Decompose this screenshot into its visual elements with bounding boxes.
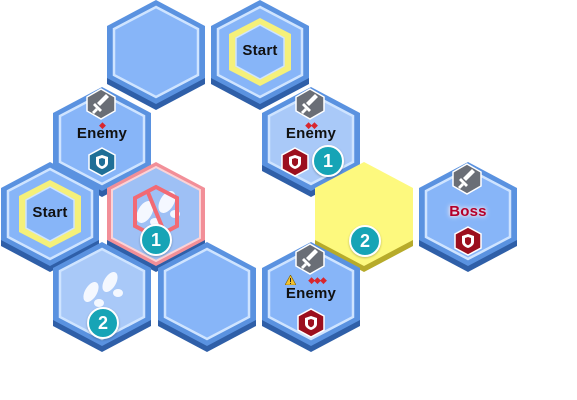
hex-shape xyxy=(419,162,517,272)
hex-shape xyxy=(262,242,360,352)
sword-icon xyxy=(295,88,325,120)
step-badge: 1 xyxy=(140,224,172,256)
step-badge: 2 xyxy=(87,307,119,339)
shield-icon xyxy=(454,226,482,256)
hex-tile-blocked-move[interactable]: 1 xyxy=(103,160,209,272)
tile-label: Start xyxy=(32,204,68,221)
hex-shape xyxy=(107,162,205,272)
step-badge: 1 xyxy=(312,145,344,177)
warning-icon xyxy=(285,275,296,285)
tile-label: Enemy xyxy=(285,285,337,302)
hex-tile-enemy[interactable]: ◆ Enemy xyxy=(49,85,155,197)
hex-tile-start[interactable]: Start xyxy=(207,0,313,110)
shield-icon xyxy=(88,147,116,177)
hex-shape xyxy=(211,0,309,110)
shield-icon xyxy=(281,147,309,177)
tile-label: Enemy xyxy=(76,125,128,142)
hex-tile-boss[interactable]: Boss xyxy=(415,160,521,272)
hex-tile-move[interactable]: 2 xyxy=(49,240,155,352)
hex-shape xyxy=(315,162,413,272)
shield-icon xyxy=(297,308,325,338)
sword-icon xyxy=(86,88,116,120)
tile-label: Boss xyxy=(449,203,487,220)
step-badge: 2 xyxy=(349,225,381,257)
hex-shape xyxy=(158,242,256,352)
sword-icon xyxy=(295,243,325,275)
footsteps-icon xyxy=(83,272,123,307)
hex-tile-empty[interactable] xyxy=(103,0,209,110)
tile-label: Start xyxy=(242,42,278,59)
footsteps-icon xyxy=(133,184,180,240)
hex-tile-enemy[interactable]: ◆◆◆ Enemy xyxy=(258,240,364,352)
hex-shape xyxy=(1,162,99,272)
tile-label: Enemy xyxy=(285,125,337,142)
hex-tile-highlighted[interactable]: 2 xyxy=(311,160,417,272)
difficulty-indicator: ◆ xyxy=(99,120,106,130)
difficulty-indicator: ◆◆ xyxy=(305,120,318,130)
hex-shape xyxy=(107,0,205,110)
hex-tile-start[interactable]: Start xyxy=(0,160,103,272)
hex-tile-enemy[interactable]: ◆◆ Enemy 1 xyxy=(258,85,364,197)
difficulty-indicator: ◆◆◆ xyxy=(308,275,327,285)
sword-icon xyxy=(452,163,482,195)
hex-tile-empty[interactable] xyxy=(154,240,260,352)
hex-shape xyxy=(53,87,151,197)
